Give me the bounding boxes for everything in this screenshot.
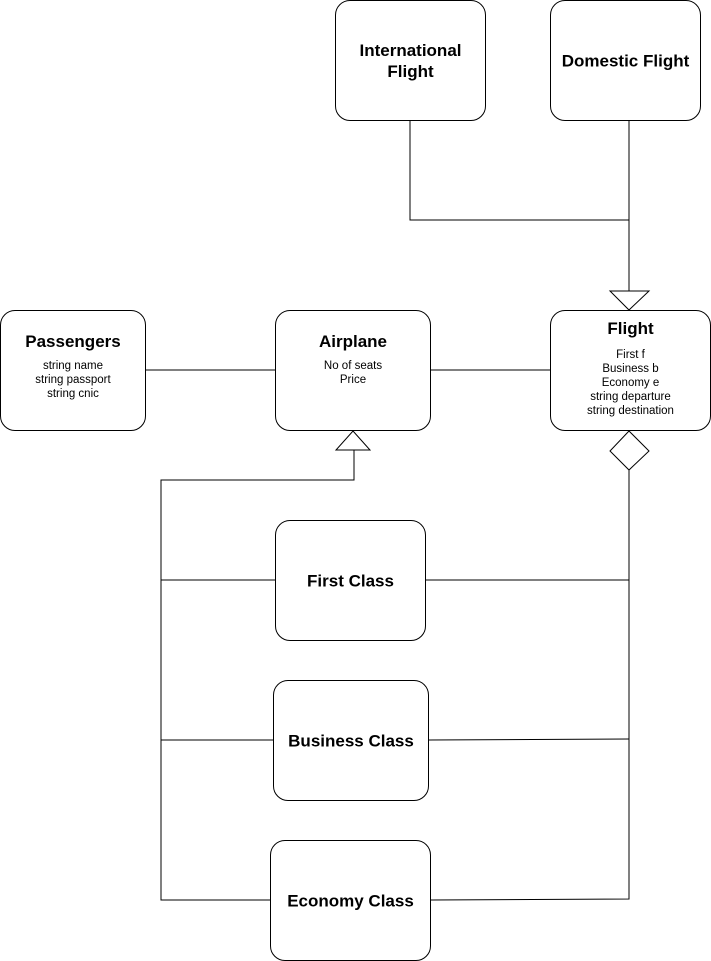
economy-class-title: Economy Class	[287, 891, 414, 910]
business-class-title: Business Class	[288, 731, 414, 750]
flight-title: Flight	[607, 319, 654, 338]
flight-inheritance-arrow	[608, 290, 651, 311]
flight-attr: Business b	[602, 363, 659, 375]
flight-node[interactable]: Flight First f Business b Economy e stri…	[550, 310, 711, 431]
flight-attr: Economy e	[601, 377, 660, 389]
airplane-node[interactable]: Airplane No of seats Price	[275, 310, 431, 431]
flight-attr: string destination	[587, 405, 674, 417]
passengers-attr: string cnic	[47, 388, 99, 400]
first-class-node[interactable]: First Class	[275, 520, 426, 641]
domestic-flight-title: Domestic Flight	[561, 51, 690, 70]
passengers-title: Passengers	[25, 332, 121, 351]
class-hierarchy-edge	[160, 450, 355, 901]
economy-class-node[interactable]: Economy Class	[270, 840, 431, 961]
business-class-node[interactable]: Business Class	[273, 680, 429, 801]
domestic-flight-node[interactable]: Domestic Flight	[550, 0, 701, 121]
aggregation-edge	[430, 470, 630, 901]
first-class-title: First Class	[307, 571, 394, 590]
flight-attr: string departure	[590, 391, 671, 403]
intl-flight-edge	[409, 121, 629, 221]
flight-attributes: First f Business b Economy e string depa…	[551, 348, 710, 418]
passengers-node[interactable]: Passengers string name string passport s…	[0, 310, 146, 431]
business-class-right-edge	[427, 738, 630, 741]
international-flight-node[interactable]: International Flight	[335, 0, 486, 121]
airplane-attr: Price	[339, 374, 367, 386]
flight-attr: First f	[616, 349, 645, 361]
passengers-attributes: string name string passport string cnic	[1, 359, 145, 401]
airplane-attr: No of seats	[323, 360, 383, 372]
passengers-attr: string name	[42, 360, 104, 372]
flight-aggregation-diamond	[609, 430, 650, 471]
airplane-title: Airplane	[318, 332, 388, 351]
international-flight-title: International Flight	[359, 40, 462, 81]
airplane-attributes: No of seats Price	[276, 359, 430, 387]
airplane-inheritance-arrow	[334, 430, 372, 451]
passengers-attr: string passport	[35, 374, 111, 386]
